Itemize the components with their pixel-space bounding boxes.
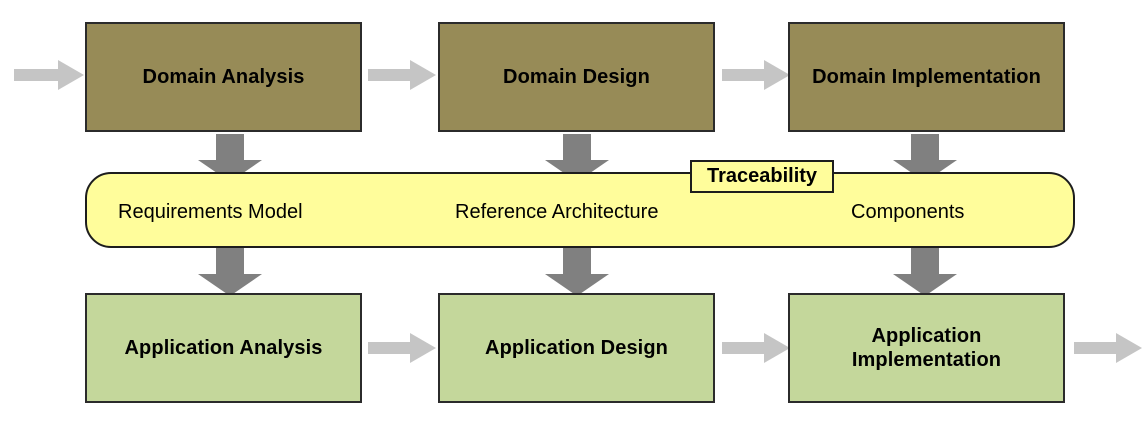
box-domain-implementation[interactable]: Domain Implementation [788, 22, 1065, 132]
traceability-band[interactable] [85, 172, 1075, 248]
arrow-domain-analysis-to-domain-design [368, 60, 436, 90]
arrow-domain-analysis-to-requirements-model [198, 134, 262, 182]
arrow-reference-architecture-to-application-design [545, 248, 609, 296]
artifact-components: Components [851, 201, 965, 223]
traceability-tag-label: Traceability [706, 165, 818, 187]
box-application-analysis-label: Application Analysis [124, 336, 323, 359]
box-application-design-label: Application Design [485, 336, 668, 359]
artifact-reference-architecture: Reference Architecture [455, 201, 659, 223]
entry-arrow-domain-analysis [14, 60, 84, 90]
traceability-tag[interactable]: Traceability [690, 160, 834, 193]
box-domain-implementation-label: Domain Implementation [812, 65, 1041, 88]
box-application-design[interactable]: Application Design [438, 293, 715, 403]
box-domain-design-label: Domain Design [503, 65, 650, 88]
box-application-analysis[interactable]: Application Analysis [85, 293, 362, 403]
box-application-implementation[interactable]: Application Implementation [788, 293, 1065, 403]
box-domain-analysis[interactable]: Domain Analysis [85, 22, 362, 132]
arrow-domain-implementation-to-components [893, 134, 957, 182]
exit-arrow-application-implementation [1074, 333, 1142, 363]
arrow-components-to-application-implementation [893, 248, 957, 296]
arrow-requirements-model-to-application-analysis [198, 248, 262, 296]
arrow-application-analysis-to-application-design [368, 333, 436, 363]
artifact-requirements-model: Requirements Model [118, 201, 303, 223]
box-application-implementation-label: Application Implementation [851, 324, 1002, 371]
arrow-domain-design-to-domain-implementation [722, 60, 790, 90]
arrow-domain-design-to-reference-architecture [545, 134, 609, 182]
arrow-application-design-to-application-implementation [722, 333, 790, 363]
box-domain-design[interactable]: Domain Design [438, 22, 715, 132]
box-domain-analysis-label: Domain Analysis [142, 65, 305, 88]
